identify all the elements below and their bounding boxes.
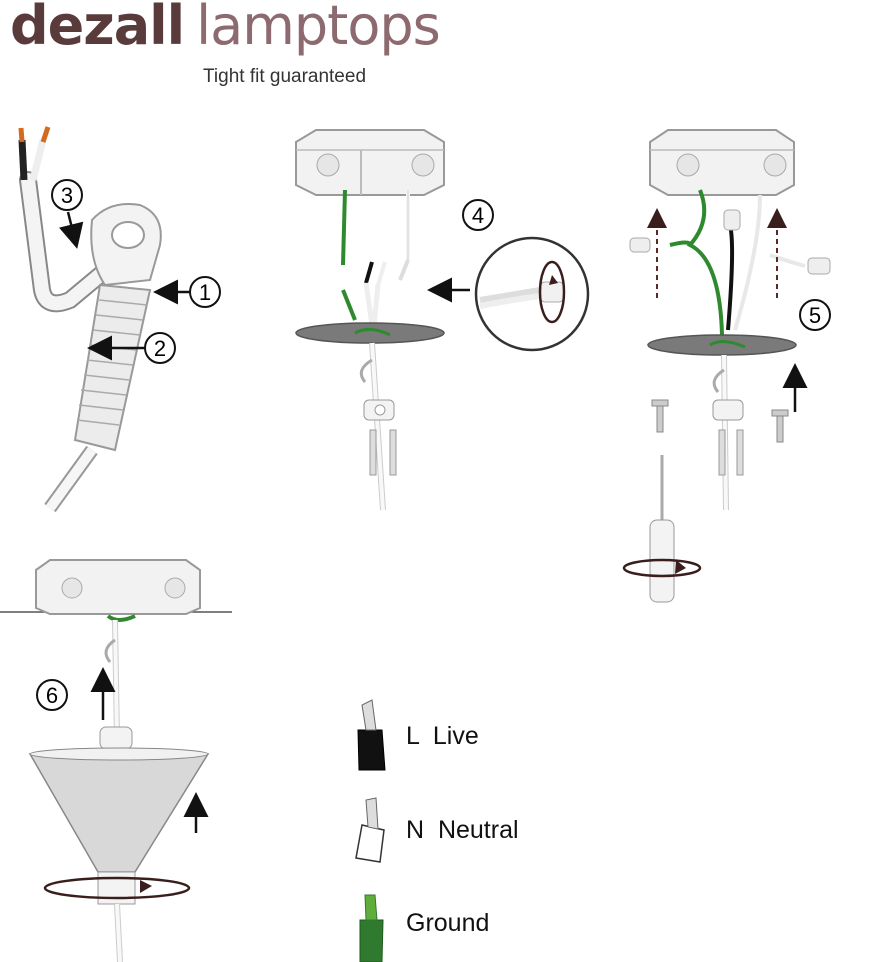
sleeve-ribs: [76, 299, 148, 426]
step-number-4: 4: [472, 203, 484, 228]
step-badge-1: [189, 276, 221, 308]
legend-neutral-wire-icon: [355, 797, 385, 863]
brand-name-part2: lamptops: [196, 0, 441, 57]
step-number-1: 1: [199, 280, 211, 305]
step-badge-5: [799, 299, 831, 331]
step-badge-6: [36, 679, 68, 711]
step-number-6: 6: [46, 683, 58, 708]
legend-ground-wire-icon: [359, 894, 384, 962]
step-badge-3: [51, 179, 83, 211]
step-number-5: 5: [809, 303, 821, 328]
brand-name-part1: dezall: [10, 0, 185, 57]
panel-cable-strain-relief: 1 2 3: [18, 126, 221, 513]
panel-canopy-mount: 5: [622, 129, 831, 603]
legend-neutral-label: N Neutral: [406, 816, 519, 844]
step-badge-2: [144, 332, 176, 364]
legend-live-label: L Live: [406, 722, 479, 750]
step-number-3: 3: [61, 183, 73, 208]
legend-ground-label: Ground: [406, 909, 490, 937]
step-number-2: 2: [154, 336, 166, 361]
step-badge-4: [462, 199, 494, 231]
panel-shade-mount: 6: [0, 559, 232, 962]
tagline: Tight fit guaranteed: [203, 66, 367, 87]
legend-live-wire-icon: [357, 699, 386, 771]
panel-wire-connection: 4: [295, 129, 590, 511]
